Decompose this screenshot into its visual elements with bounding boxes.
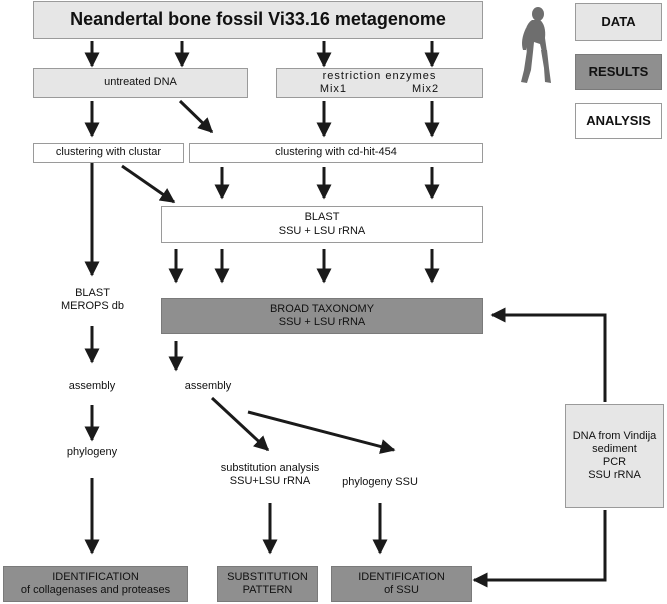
clustar-label: clustering with clustar bbox=[55, 146, 162, 159]
mix2-label: Mix2 bbox=[411, 83, 440, 95]
broad-taxonomy-sub-label: SSU + LSU rRNA bbox=[278, 316, 366, 328]
phylogeny-ssu-label: phylogeny SSU bbox=[342, 476, 418, 488]
arrow bbox=[178, 99, 214, 134]
identification-ssu-box: IDENTIFICATION of SSU bbox=[331, 566, 472, 602]
identification-collagenases-box: IDENTIFICATION of collagenases and prote… bbox=[3, 566, 188, 602]
vindija-box: DNA from Vindija sediment PCR SSU rRNA bbox=[565, 404, 664, 508]
blast-label: BLAST bbox=[304, 211, 340, 224]
title-box: Neandertal bone fossil Vi33.16 metagenom… bbox=[33, 1, 483, 39]
cdhit-label: clustering with cd-hit-454 bbox=[275, 146, 397, 159]
restriction-enzymes-label: restriction enzymes bbox=[322, 69, 437, 82]
cdhit-box: clustering with cd-hit-454 bbox=[189, 143, 483, 163]
blast-merops-line2: MEROPS db bbox=[61, 300, 124, 313]
identification-collagenases-line1: IDENTIFICATION bbox=[52, 570, 139, 583]
assembly-left-label: assembly bbox=[68, 380, 116, 392]
identification-ssu-line1: IDENTIFICATION bbox=[358, 570, 445, 583]
substitution-analysis-label: substitution analysis SSU+LSU rRNA bbox=[205, 462, 335, 488]
phylogeny-label: phylogeny bbox=[66, 446, 118, 458]
vindija-line2: sediment bbox=[592, 442, 637, 455]
vindija-line4: SSU rRNA bbox=[588, 469, 641, 482]
blast-ssu-lsu-box: BLAST SSU + LSU rRNA bbox=[161, 206, 483, 243]
substitution-line1: substitution analysis bbox=[220, 462, 320, 474]
legend-results-label: RESULTS bbox=[588, 64, 649, 80]
clustar-box: clustering with clustar bbox=[33, 143, 184, 163]
identification-collagenases-line2: of collagenases and proteases bbox=[20, 584, 171, 596]
blast-merops-line1: BLAST bbox=[75, 287, 110, 299]
legend-analysis-label: ANALYSIS bbox=[586, 113, 651, 129]
legend-results: RESULTS bbox=[575, 54, 662, 90]
arrow bbox=[490, 307, 607, 402]
page-title: Neandertal bone fossil Vi33.16 metagenom… bbox=[70, 9, 446, 30]
arrow bbox=[210, 396, 270, 452]
broad-taxonomy-box: BROAD TAXONOMY SSU + LSU rRNA bbox=[161, 298, 483, 334]
arrow bbox=[472, 510, 607, 588]
broad-taxonomy-label: BROAD TAXONOMY bbox=[269, 302, 375, 315]
restriction-enzymes-box: restriction enzymes Mix1 Mix2 bbox=[276, 68, 483, 98]
blast-sub-label: SSU + LSU rRNA bbox=[278, 224, 366, 237]
legend-data-label: DATA bbox=[601, 14, 636, 30]
arrow bbox=[121, 164, 176, 204]
substitution-line2: SSU+LSU rRNA bbox=[229, 475, 311, 488]
substitution-pattern-line2: PATTERN bbox=[242, 584, 293, 596]
blast-merops-label: BLAST MEROPS db bbox=[40, 287, 145, 313]
neandertal-silhouette-icon bbox=[521, 7, 551, 83]
restriction-mix-row: Mix1 Mix2 bbox=[320, 83, 439, 96]
mix1-label: Mix1 bbox=[319, 83, 348, 95]
substitution-pattern-line1: SUBSTITUTION bbox=[227, 570, 308, 583]
vindija-line3: PCR bbox=[602, 456, 627, 468]
untreated-dna-box: untreated DNA bbox=[33, 68, 248, 98]
vindija-line1: DNA from Vindija bbox=[572, 429, 657, 442]
legend-analysis: ANALYSIS bbox=[575, 103, 662, 139]
untreated-dna-label: untreated DNA bbox=[104, 76, 177, 89]
substitution-pattern-box: SUBSTITUTION PATTERN bbox=[217, 566, 318, 602]
identification-ssu-line2: of SSU bbox=[384, 584, 419, 596]
legend-data: DATA bbox=[575, 3, 662, 41]
assembly-mid-label: assembly bbox=[184, 380, 232, 392]
arrow bbox=[247, 410, 396, 454]
